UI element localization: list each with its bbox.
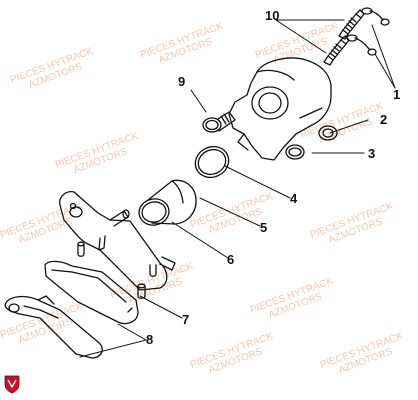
bleeder-screw-lower: [323, 35, 350, 66]
dust-cap-lower: [346, 34, 377, 56]
dust-cap-upper: [361, 7, 390, 26]
callout-label-5: 5: [260, 220, 268, 235]
slider-pin-left: [137, 283, 146, 299]
callout-label-3: 3: [368, 146, 376, 161]
caliper-body: [228, 57, 338, 161]
mounting-bolt: [202, 111, 236, 133]
callout-label-6: 6: [227, 252, 235, 267]
piston-seal-ring: [194, 145, 230, 179]
brand-shield-icon: [4, 375, 20, 394]
callout-label-4: 4: [290, 191, 298, 206]
caliper-bracket: [59, 191, 176, 291]
callout-label-1: 1: [393, 87, 401, 102]
leader-lines: [79, 19, 396, 358]
callout-label-10: 10: [265, 8, 280, 23]
caliper-piston: [138, 179, 197, 226]
brake-pad-outer: [44, 260, 139, 325]
brake-pad-inner: [4, 295, 103, 359]
callout-label-2: 2: [380, 112, 388, 127]
bleeder-screw-upper: [338, 9, 365, 40]
callout-label-7: 7: [182, 312, 190, 327]
callout-label-8: 8: [146, 332, 154, 347]
callout-label-9: 9: [178, 74, 186, 89]
guide-bushing: [285, 144, 305, 160]
